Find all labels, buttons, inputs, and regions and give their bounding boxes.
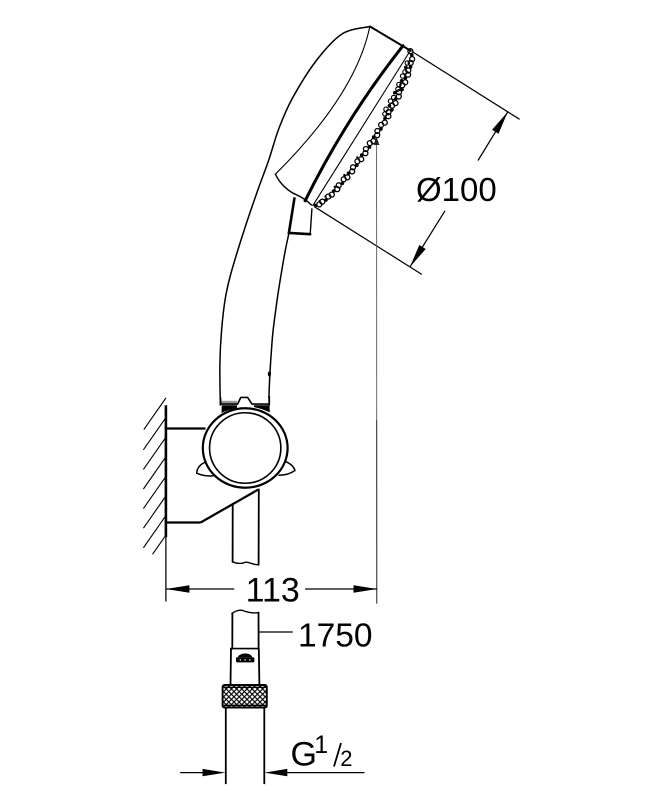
svg-text:2: 2	[340, 746, 352, 771]
svg-text:G: G	[291, 735, 317, 773]
svg-text:Ø100: Ø100	[416, 171, 497, 208]
svg-text:1750: 1750	[298, 618, 373, 655]
svg-text:113: 113	[246, 571, 300, 609]
svg-text:1: 1	[314, 731, 328, 759]
